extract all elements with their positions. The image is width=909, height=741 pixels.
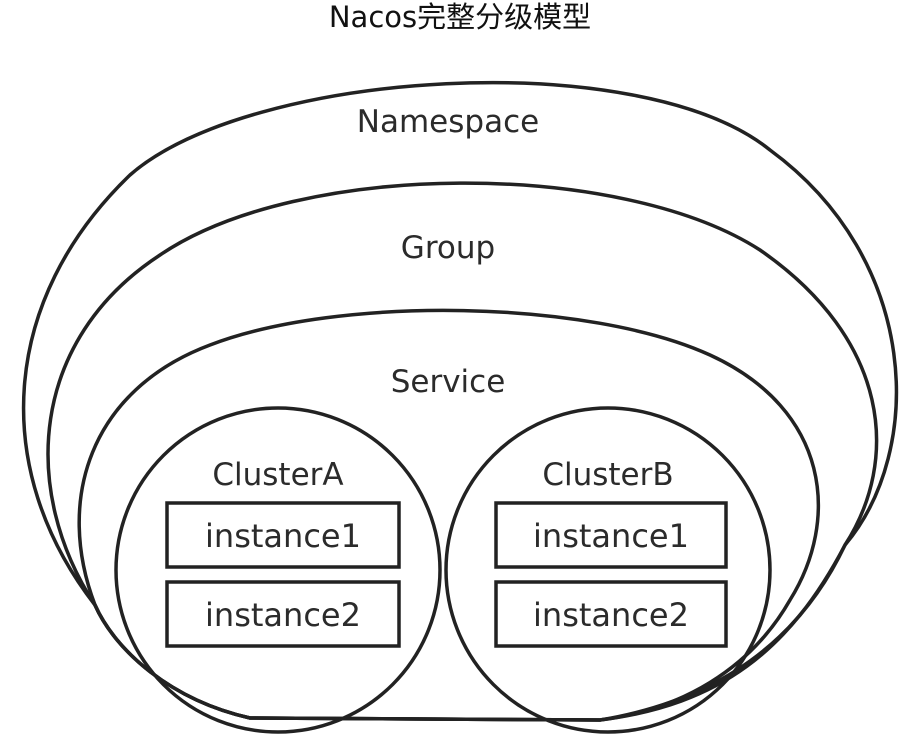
service-label: Service <box>391 364 506 400</box>
cluster-b-instance2-box <box>494 580 728 648</box>
cluster-a-instance1-label: instance1 <box>205 517 361 555</box>
cluster-b-instance2-label: instance2 <box>533 596 689 634</box>
group-label: Group <box>401 230 495 266</box>
namespace-ellipse <box>21 80 899 722</box>
cluster-b-instance1-box <box>494 501 728 569</box>
diagram-title: Nacos完整分级模型 <box>329 0 591 34</box>
cluster-a-instance2-label: instance2 <box>205 596 361 634</box>
cluster-b-circle <box>444 406 772 734</box>
cluster-a-circle <box>114 406 442 734</box>
namespace-label: Namespace <box>357 104 539 140</box>
cluster-b-instance1-label: instance1 <box>533 517 689 555</box>
service-ellipse <box>77 308 821 722</box>
cluster-a-label: ClusterA <box>212 457 343 493</box>
cluster-a-instance2-box <box>165 580 401 648</box>
cluster-a-instance1-box <box>165 501 401 569</box>
cluster-b-label: ClusterB <box>542 457 673 493</box>
